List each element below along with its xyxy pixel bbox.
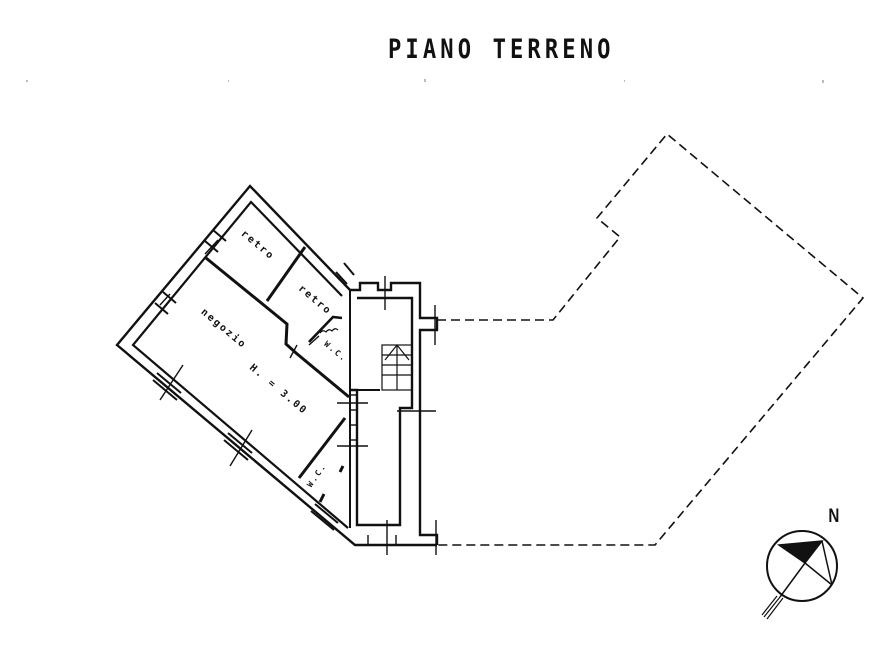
north-compass xyxy=(761,530,838,620)
label-negozio: negozio xyxy=(199,306,250,351)
staircase xyxy=(381,344,413,391)
registration-marks xyxy=(26,79,824,83)
floor-title: PIANO TERRENO xyxy=(388,34,615,65)
window-axis-ticks xyxy=(159,239,253,467)
windows-upper-left xyxy=(154,229,355,315)
windows-lower-left xyxy=(152,372,339,531)
building-walls xyxy=(115,184,439,555)
label-retro-1: retro xyxy=(239,228,277,262)
north-label: N xyxy=(828,506,840,527)
label-wc-1: W.C. xyxy=(322,339,349,363)
outdoor-area-outline xyxy=(437,132,865,546)
label-retro-2: retro xyxy=(296,283,334,317)
label-height: H. = 3.00 xyxy=(247,362,309,417)
